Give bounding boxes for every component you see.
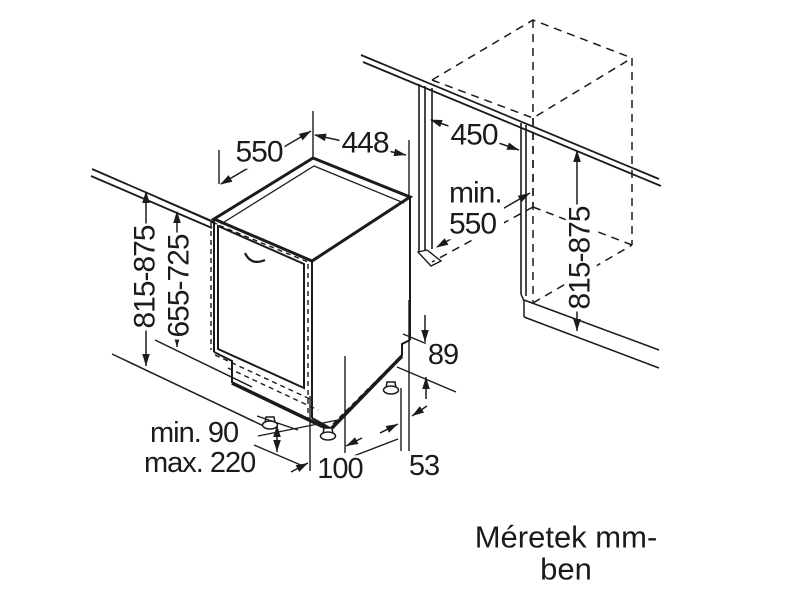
label-niche-height: 815-875 xyxy=(563,204,597,312)
label-top-depth: 550 xyxy=(233,135,285,169)
label-plinth-min: min. 90 xyxy=(148,417,241,450)
door-hidden-outline-dashed xyxy=(210,221,398,425)
extension-lines xyxy=(157,111,457,471)
label-rear-clearance: 53 xyxy=(406,450,442,483)
caption-units: Méretek mm-ben xyxy=(449,521,683,585)
label-appliance-height: 815-875 xyxy=(128,223,162,331)
door-panel xyxy=(217,224,305,390)
niche-right-wall xyxy=(520,123,527,296)
floor-line-left xyxy=(111,339,271,430)
appliance-left-step xyxy=(213,351,233,383)
dim-53-right-arrow xyxy=(411,405,428,417)
door-handle xyxy=(244,252,266,263)
label-niche-width: 450 xyxy=(448,118,500,152)
label-foot-setback: 100 xyxy=(315,453,365,486)
dim-100-left-arrow xyxy=(290,462,309,473)
label-door-panel-height: 655-725 xyxy=(162,232,196,340)
niche-left-wall xyxy=(416,84,443,267)
dim-53-left-arrow xyxy=(379,423,399,434)
dim-100-right-arrow xyxy=(345,437,363,447)
worktop-edge-right xyxy=(360,54,662,187)
niche-floor-plinth xyxy=(520,293,660,369)
appliance-rear-step xyxy=(401,339,411,356)
label-top-width: 448 xyxy=(339,126,391,160)
appliance-top-inner-line xyxy=(220,165,405,225)
label-rear-recess-height: 89 xyxy=(425,339,461,372)
worktop-edge-left xyxy=(90,168,215,229)
label-niche-depth: min. 550 xyxy=(447,176,504,240)
label-plinth-max: max. 220 xyxy=(142,447,258,480)
